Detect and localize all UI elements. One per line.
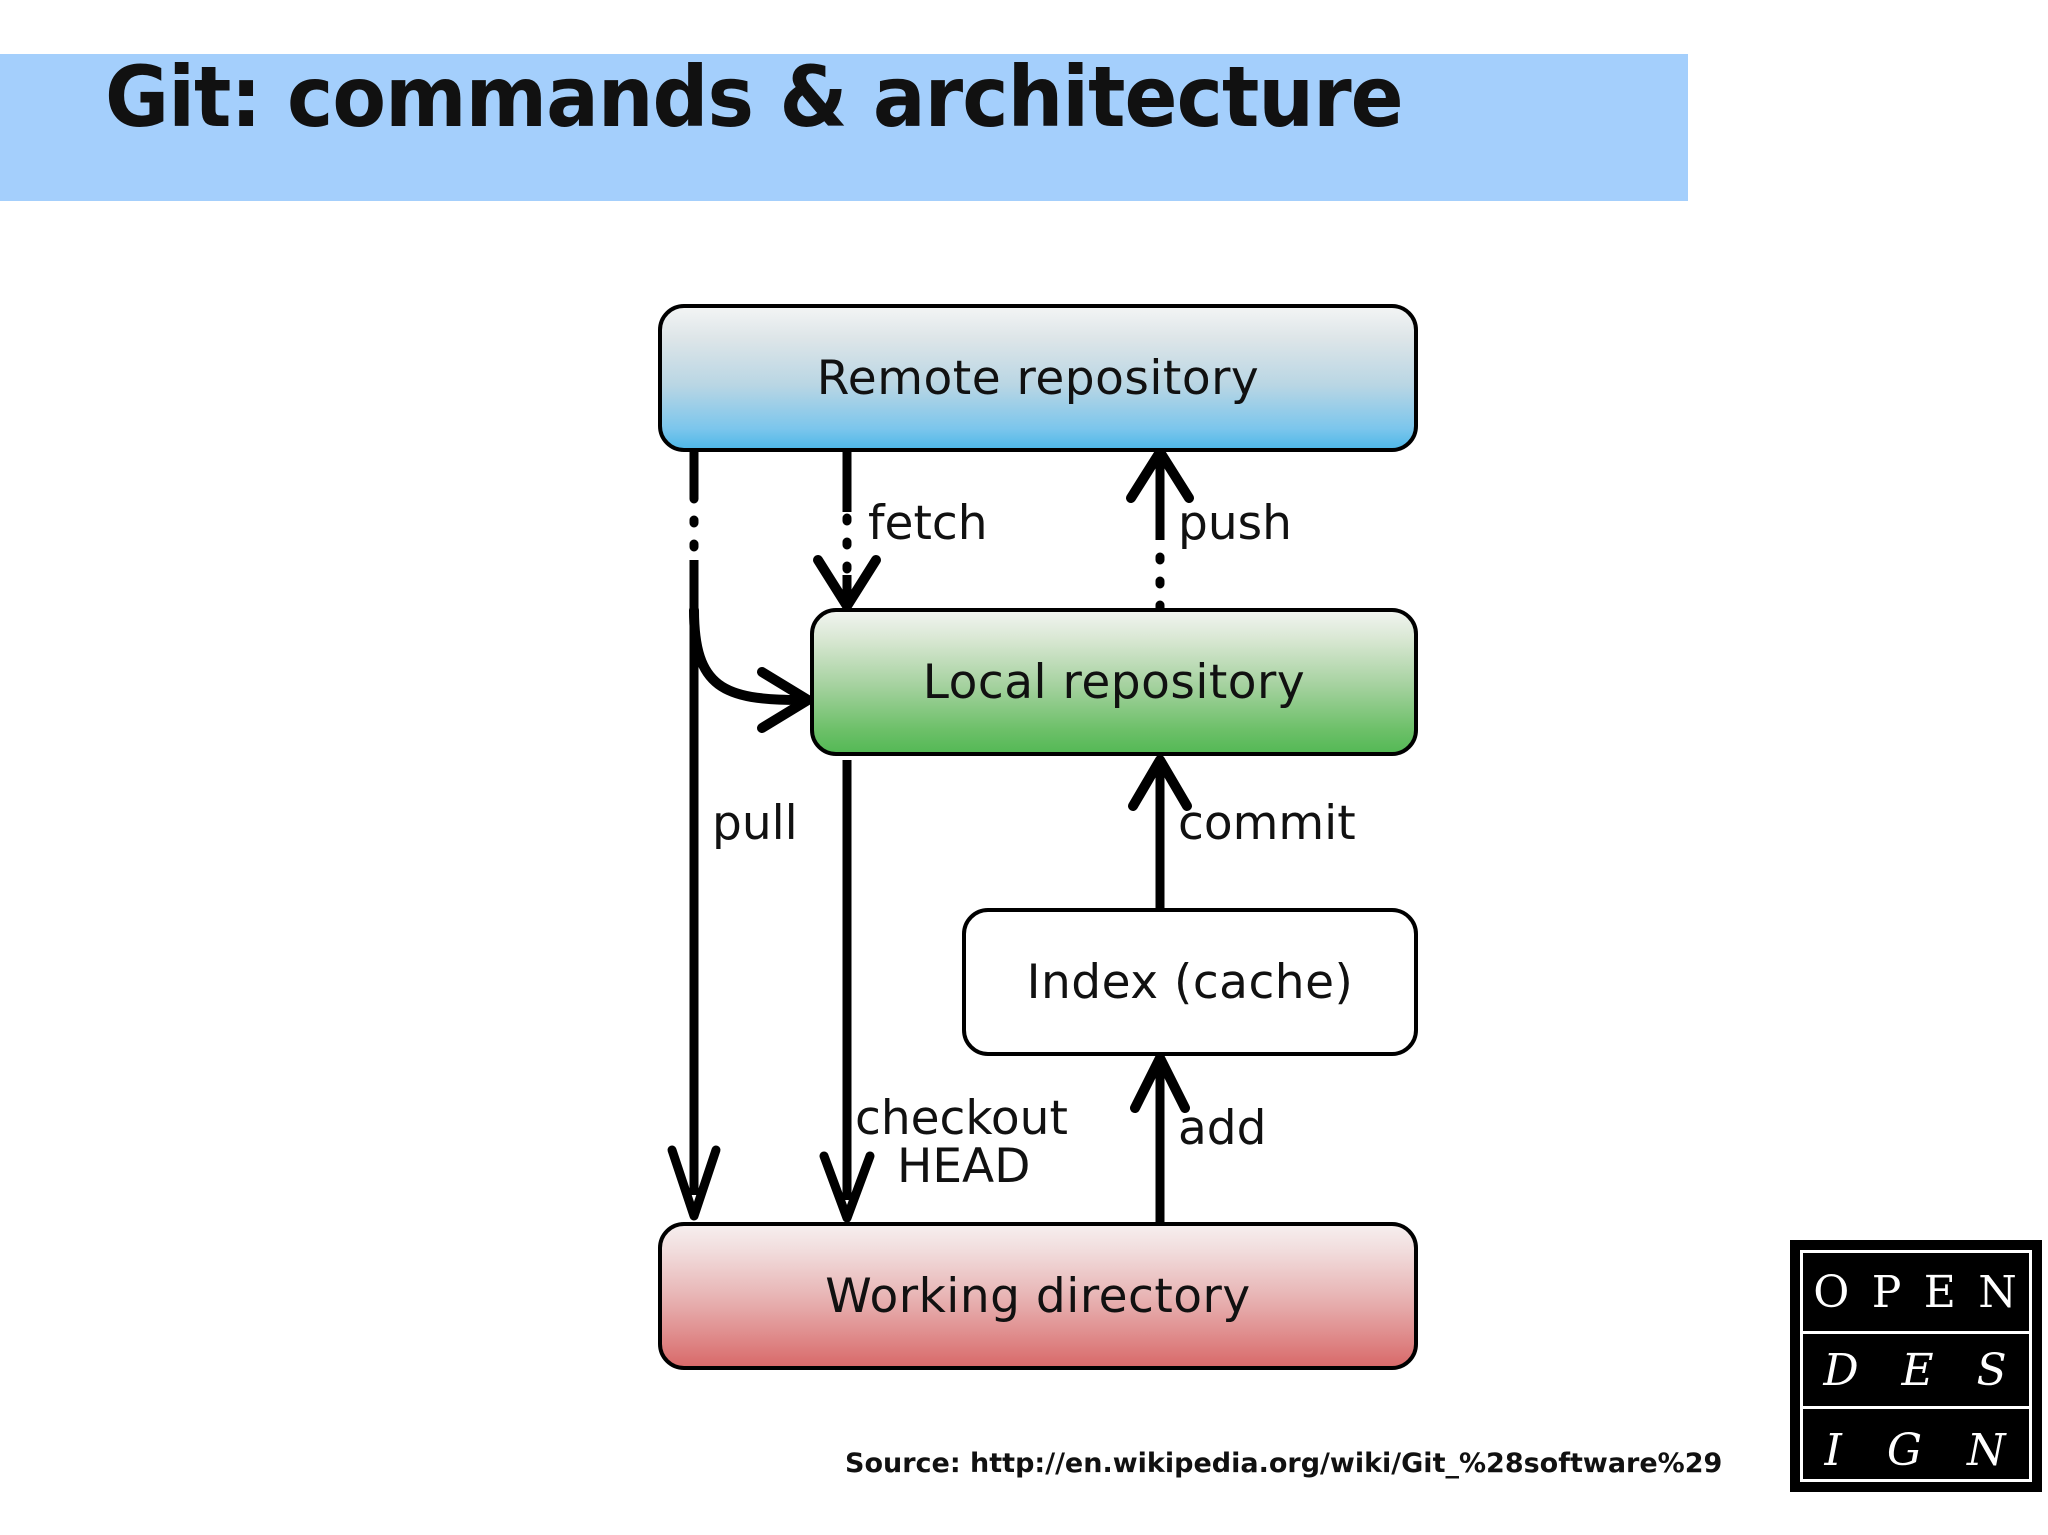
source-caption: Source: http://en.wikipedia.org/wiki/Git… — [845, 1448, 1723, 1479]
open-design-logo-line-2: D E S — [1803, 1341, 2029, 1399]
logo-letter: E — [1901, 1344, 1936, 1396]
open-design-logo: O P E N D E S I G N — [1790, 1240, 2042, 1492]
edge-checkout-head — [819, 760, 875, 1223]
logo-letter: I — [1824, 1424, 1844, 1476]
logo-letter: O — [1813, 1266, 1852, 1318]
edge-pull — [667, 452, 721, 1221]
logo-letter: E — [1923, 1266, 1958, 1318]
logo-letter: S — [1976, 1344, 2009, 1396]
edge-label-fetch: fetch — [868, 496, 988, 551]
edge-pull-branch-to-local — [689, 605, 813, 733]
node-index-cache-label: Index (cache) — [1026, 954, 1354, 1010]
logo-letter: N — [1967, 1424, 2008, 1476]
node-local-repository[interactable]: Local repository — [810, 608, 1418, 756]
title-banner — [0, 54, 1688, 201]
node-index-cache[interactable]: Index (cache) — [962, 908, 1418, 1056]
edge-push — [1126, 447, 1194, 613]
open-design-logo-middle-band — [1803, 1331, 2029, 1409]
logo-letter: D — [1823, 1344, 1861, 1396]
node-remote-repository[interactable]: Remote repository — [658, 304, 1418, 452]
edge-label-checkout-line2: HEAD — [897, 1138, 1031, 1194]
edge-label-checkout-line1: checkout — [855, 1091, 1068, 1146]
edge-add — [1130, 1053, 1190, 1222]
open-design-logo-frame: O P E N D E S I G N — [1800, 1250, 2032, 1482]
logo-letter: N — [1978, 1266, 2019, 1318]
edge-label-commit: commit — [1178, 796, 1356, 851]
page-title: Git: commands & architecture — [105, 48, 1404, 146]
edge-label-push: push — [1178, 496, 1292, 551]
open-design-logo-line-3: I G N — [1803, 1421, 2029, 1479]
node-local-repository-label: Local repository — [922, 654, 1306, 710]
edge-label-pull: pull — [712, 796, 798, 851]
logo-letter: G — [1886, 1424, 1925, 1476]
logo-letter: P — [1871, 1266, 1904, 1318]
node-working-directory-label: Working directory — [825, 1268, 1251, 1324]
edge-label-checkout-head: checkout HEAD — [855, 1095, 1068, 1191]
edge-fetch — [813, 452, 881, 611]
node-remote-repository-label: Remote repository — [816, 350, 1260, 406]
node-working-directory[interactable]: Working directory — [658, 1222, 1418, 1370]
edge-label-add: add — [1178, 1101, 1267, 1156]
open-design-logo-line-1: O P E N — [1803, 1263, 2029, 1321]
edge-commit — [1128, 755, 1192, 908]
